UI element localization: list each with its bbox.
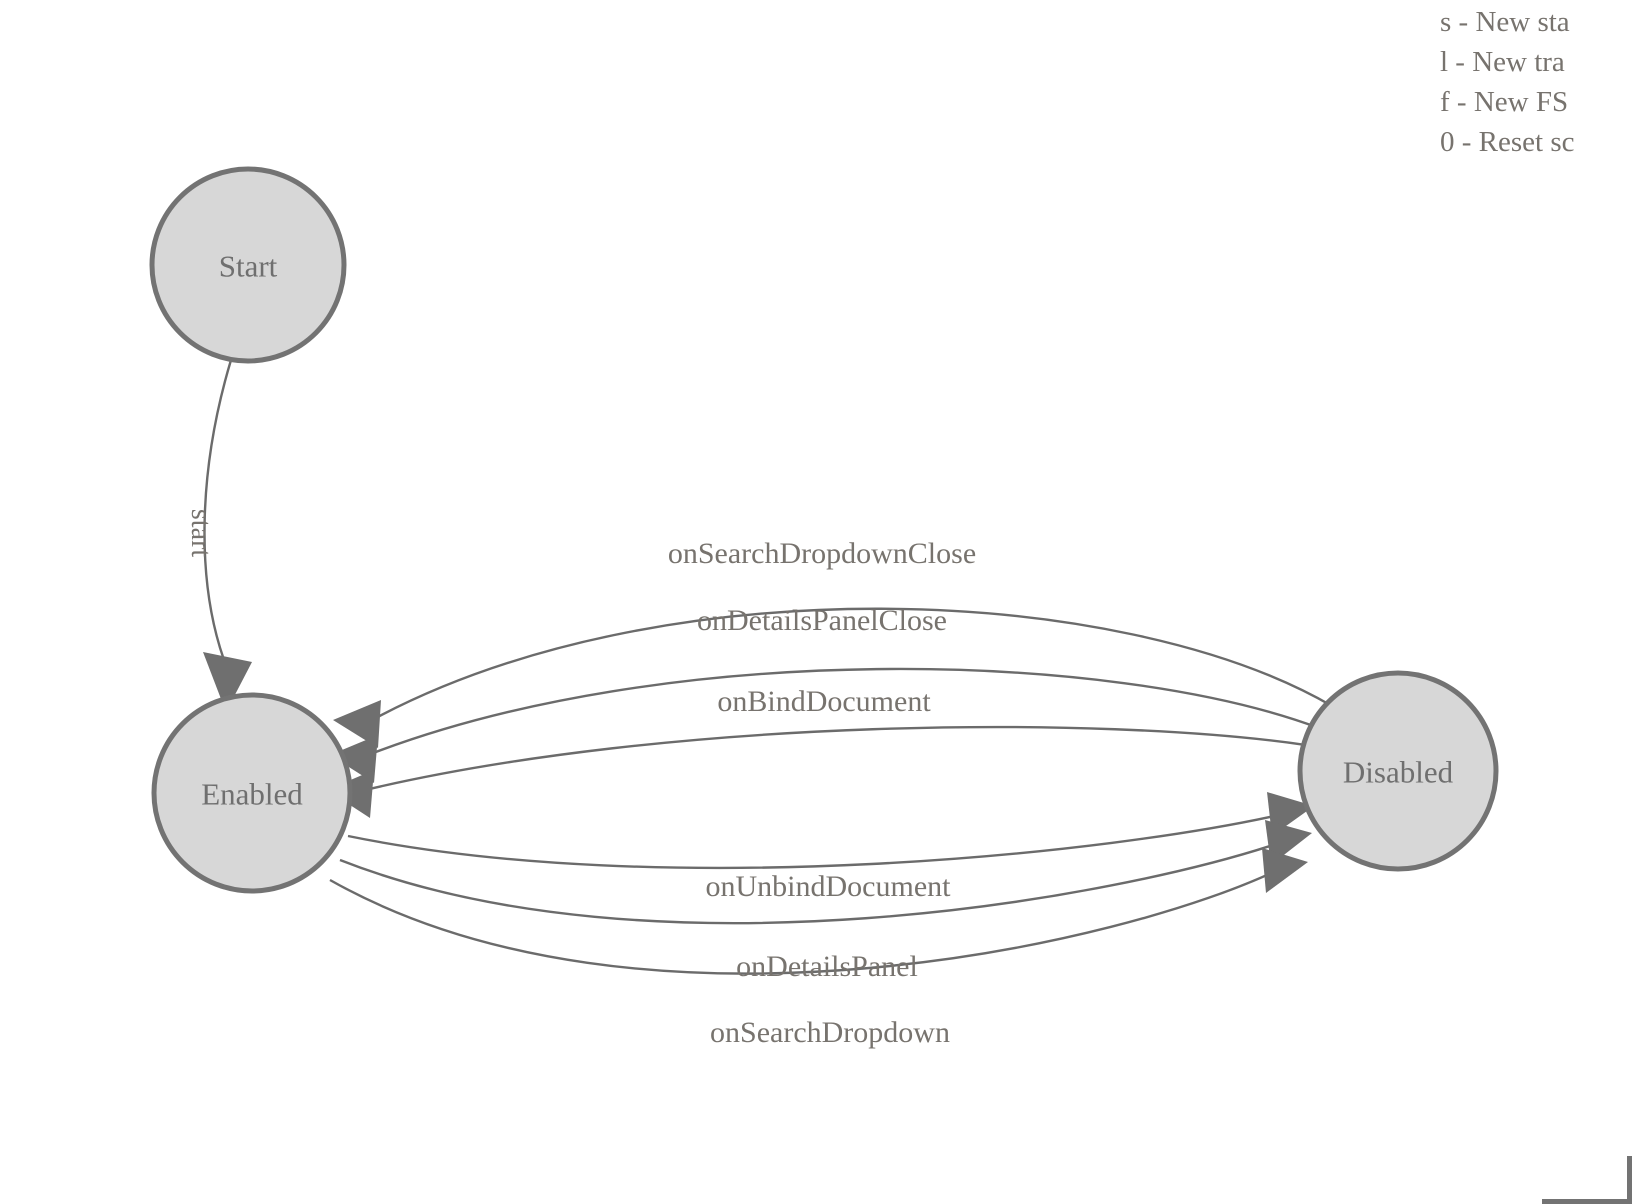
edge-on-search-dropdown[interactable] bbox=[329, 848, 1308, 975]
state-label-disabled: Disabled bbox=[1343, 755, 1454, 790]
help-line-new-fsm: f - New FS bbox=[1440, 86, 1569, 118]
edge-label-on-details-panel-close: onDetailsPanelClose bbox=[697, 604, 947, 637]
arrow-head-start bbox=[203, 652, 252, 712]
edge-on-unbind-document[interactable] bbox=[347, 792, 1314, 870]
arrow-head-on-search-dropdown-close bbox=[333, 700, 381, 748]
state-label-start: Start bbox=[219, 249, 278, 284]
edge-path-on-unbind-document bbox=[347, 810, 1293, 870]
edge-path-on-bind-document bbox=[364, 725, 1307, 792]
state-node-start[interactable]: Start bbox=[149, 166, 347, 364]
state-circle-start[interactable] bbox=[149, 166, 347, 364]
edge-on-search-dropdown-close[interactable] bbox=[333, 607, 1333, 748]
keyboard-shortcuts-legend: s - New sta l - New tra f - New FS 0 - R… bbox=[1430, 0, 1632, 162]
help-line-reset-scale: 0 - Reset sc bbox=[1440, 126, 1575, 158]
edge-label-on-search-dropdown: onSearchDropdown bbox=[710, 1016, 950, 1049]
edge-on-bind-document[interactable] bbox=[327, 725, 1307, 818]
edge-label-on-unbind-document: onUnbindDocument bbox=[706, 870, 952, 903]
help-line-new-state: s - New sta bbox=[1440, 6, 1570, 38]
state-label-enabled: Enabled bbox=[201, 777, 303, 812]
state-node-enabled[interactable]: Enabled bbox=[151, 692, 353, 894]
edge-path-on-search-dropdown bbox=[329, 866, 1283, 975]
state-node-disabled[interactable]: Disabled bbox=[1297, 670, 1499, 872]
edge-label-on-bind-document: onBindDocument bbox=[717, 685, 931, 718]
edge-on-details-panel-close[interactable] bbox=[330, 667, 1320, 783]
panel-corner-border bbox=[1542, 1156, 1632, 1204]
edge-path-on-details-panel-close bbox=[367, 667, 1320, 757]
edge-path-on-details-panel bbox=[339, 838, 1289, 925]
arrow-head-on-search-dropdown bbox=[1262, 848, 1308, 893]
edge-label-on-search-dropdown-close: onSearchDropdownClose bbox=[668, 537, 976, 570]
edge-path-start bbox=[203, 359, 233, 661]
edge-start[interactable] bbox=[203, 359, 252, 712]
edge-label-start: start bbox=[185, 509, 216, 557]
arrow-head-on-details-panel-close bbox=[330, 735, 378, 783]
edge-path-on-search-dropdown-close bbox=[371, 607, 1333, 722]
help-line-new-transition: l - New tra bbox=[1440, 46, 1565, 78]
edge-label-on-details-panel: onDetailsPanel bbox=[736, 950, 918, 983]
state-circle-enabled[interactable] bbox=[151, 692, 353, 894]
state-circle-disabled[interactable] bbox=[1297, 670, 1499, 872]
